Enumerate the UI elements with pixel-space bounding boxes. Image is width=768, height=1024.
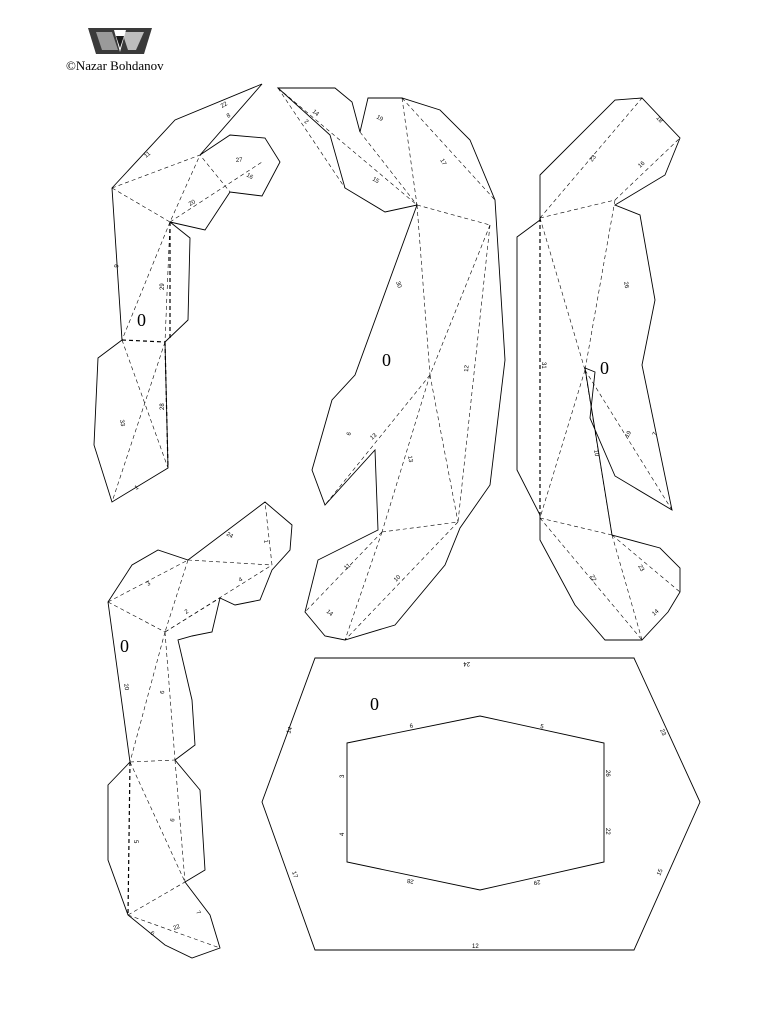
piece-label: 0 [120, 636, 129, 656]
edge-number: 23 [636, 564, 645, 573]
edge-number: 14 [311, 109, 320, 118]
piece-2: 14 2 19 15 17 30 12 6 13 13 11 10 14 0 [276, 87, 506, 641]
edge-number: 1 [134, 485, 140, 492]
edge-number: 20 [188, 199, 197, 208]
piece-4-edge-numbers: 24 1 4 2 3 6 20 6 5 7 22 6 [122, 532, 269, 938]
edge-number: 28 [160, 403, 166, 410]
edge-number: 22 [604, 828, 610, 835]
piece-5: 24 14 23 6 5 3 26 4 22 28 29 17 15 12 0 [261, 657, 701, 951]
edge-number: 6 [160, 690, 166, 695]
piece-2-edge-numbers: 14 2 19 15 17 30 12 6 13 13 11 10 14 [303, 109, 471, 618]
piece-4: 24 1 4 2 3 6 20 6 5 7 22 6 0 [107, 501, 293, 959]
edge-number: 22 [173, 924, 182, 932]
edge-number: 27 [236, 157, 244, 164]
edge-number: 15 [656, 868, 665, 877]
edge-number: 3 [340, 774, 346, 778]
edge-number: 16 [637, 160, 646, 169]
edge-number: 22 [588, 574, 597, 583]
edge-number: 30 [394, 281, 402, 290]
edge-number: 12 [472, 944, 479, 950]
edge-number: 29 [160, 283, 166, 290]
edge-number: 12 [464, 364, 471, 372]
edge-number: 26 [622, 281, 629, 289]
edge-number: 23 [658, 728, 667, 737]
edge-number: 24 [225, 532, 234, 541]
edge-number: 23 [589, 154, 598, 163]
edge-number: 31 [540, 362, 546, 369]
edge-number: 5 [540, 724, 545, 731]
edge-number: 6 [409, 723, 414, 730]
piece-label: 0 [137, 310, 146, 330]
piece-3-edge-numbers: 18 23 16 26 31 19 7 10 22 23 14 [540, 115, 664, 617]
edge-number: 7 [194, 910, 201, 916]
edge-number: 22 [220, 101, 229, 110]
edge-number: 14 [325, 609, 334, 618]
nb-logo-icon [88, 28, 152, 54]
edge-number: 1 [262, 539, 269, 544]
piece-label: 0 [370, 694, 379, 714]
edge-number: 28 [406, 877, 414, 884]
edge-number: 14 [286, 726, 294, 735]
edge-number: 5 [132, 840, 138, 844]
edge-number: 9 [114, 263, 121, 268]
edge-number: 6 [170, 817, 177, 822]
edge-number: 13 [369, 432, 378, 441]
edge-number: 24 [463, 660, 470, 666]
edge-number: 19 [375, 115, 384, 124]
edge-number: 7 [652, 431, 659, 437]
edge-number: 26 [604, 770, 610, 777]
edge-number: 2 [184, 609, 190, 616]
edge-number: 10 [393, 574, 402, 583]
edge-number: 8 [226, 113, 232, 120]
edge-number: 4 [340, 832, 346, 836]
author-credit: ©Nazar Bohdanov [66, 58, 164, 73]
edge-number: 29 [532, 878, 540, 885]
piece-label: 0 [382, 350, 391, 370]
piece-3: 18 23 16 26 31 19 7 10 22 23 14 0 [516, 97, 681, 641]
piece-1: 22 8 11 27 16 20 9 29 28 33 1 0 [93, 83, 281, 503]
edge-number: 17 [438, 158, 447, 167]
edge-number: 4 [238, 577, 244, 584]
piece-5-edge-numbers: 24 14 23 6 5 3 26 4 22 28 29 17 15 12 [286, 660, 666, 950]
edge-number: 19 [625, 430, 634, 439]
edge-number: 13 [406, 455, 413, 463]
edge-number: 17 [290, 871, 298, 880]
edge-number: 2 [303, 119, 310, 126]
edge-number: 18 [654, 115, 663, 124]
edge-number: 11 [343, 563, 352, 572]
edge-number: 11 [143, 151, 152, 160]
piece-label: 0 [600, 358, 609, 378]
edge-number: 20 [122, 683, 129, 691]
edge-number: 3 [146, 581, 152, 588]
edge-number: 15 [371, 177, 380, 186]
edge-number: 14 [651, 608, 660, 617]
edge-number: 33 [118, 419, 125, 427]
edge-number: 10 [592, 449, 599, 457]
edge-number: 6 [149, 931, 155, 938]
piece-1-edge-numbers: 22 8 11 27 16 20 9 29 28 33 1 [114, 101, 254, 492]
edge-number: 6 [346, 431, 353, 437]
edge-number: 16 [245, 173, 254, 182]
